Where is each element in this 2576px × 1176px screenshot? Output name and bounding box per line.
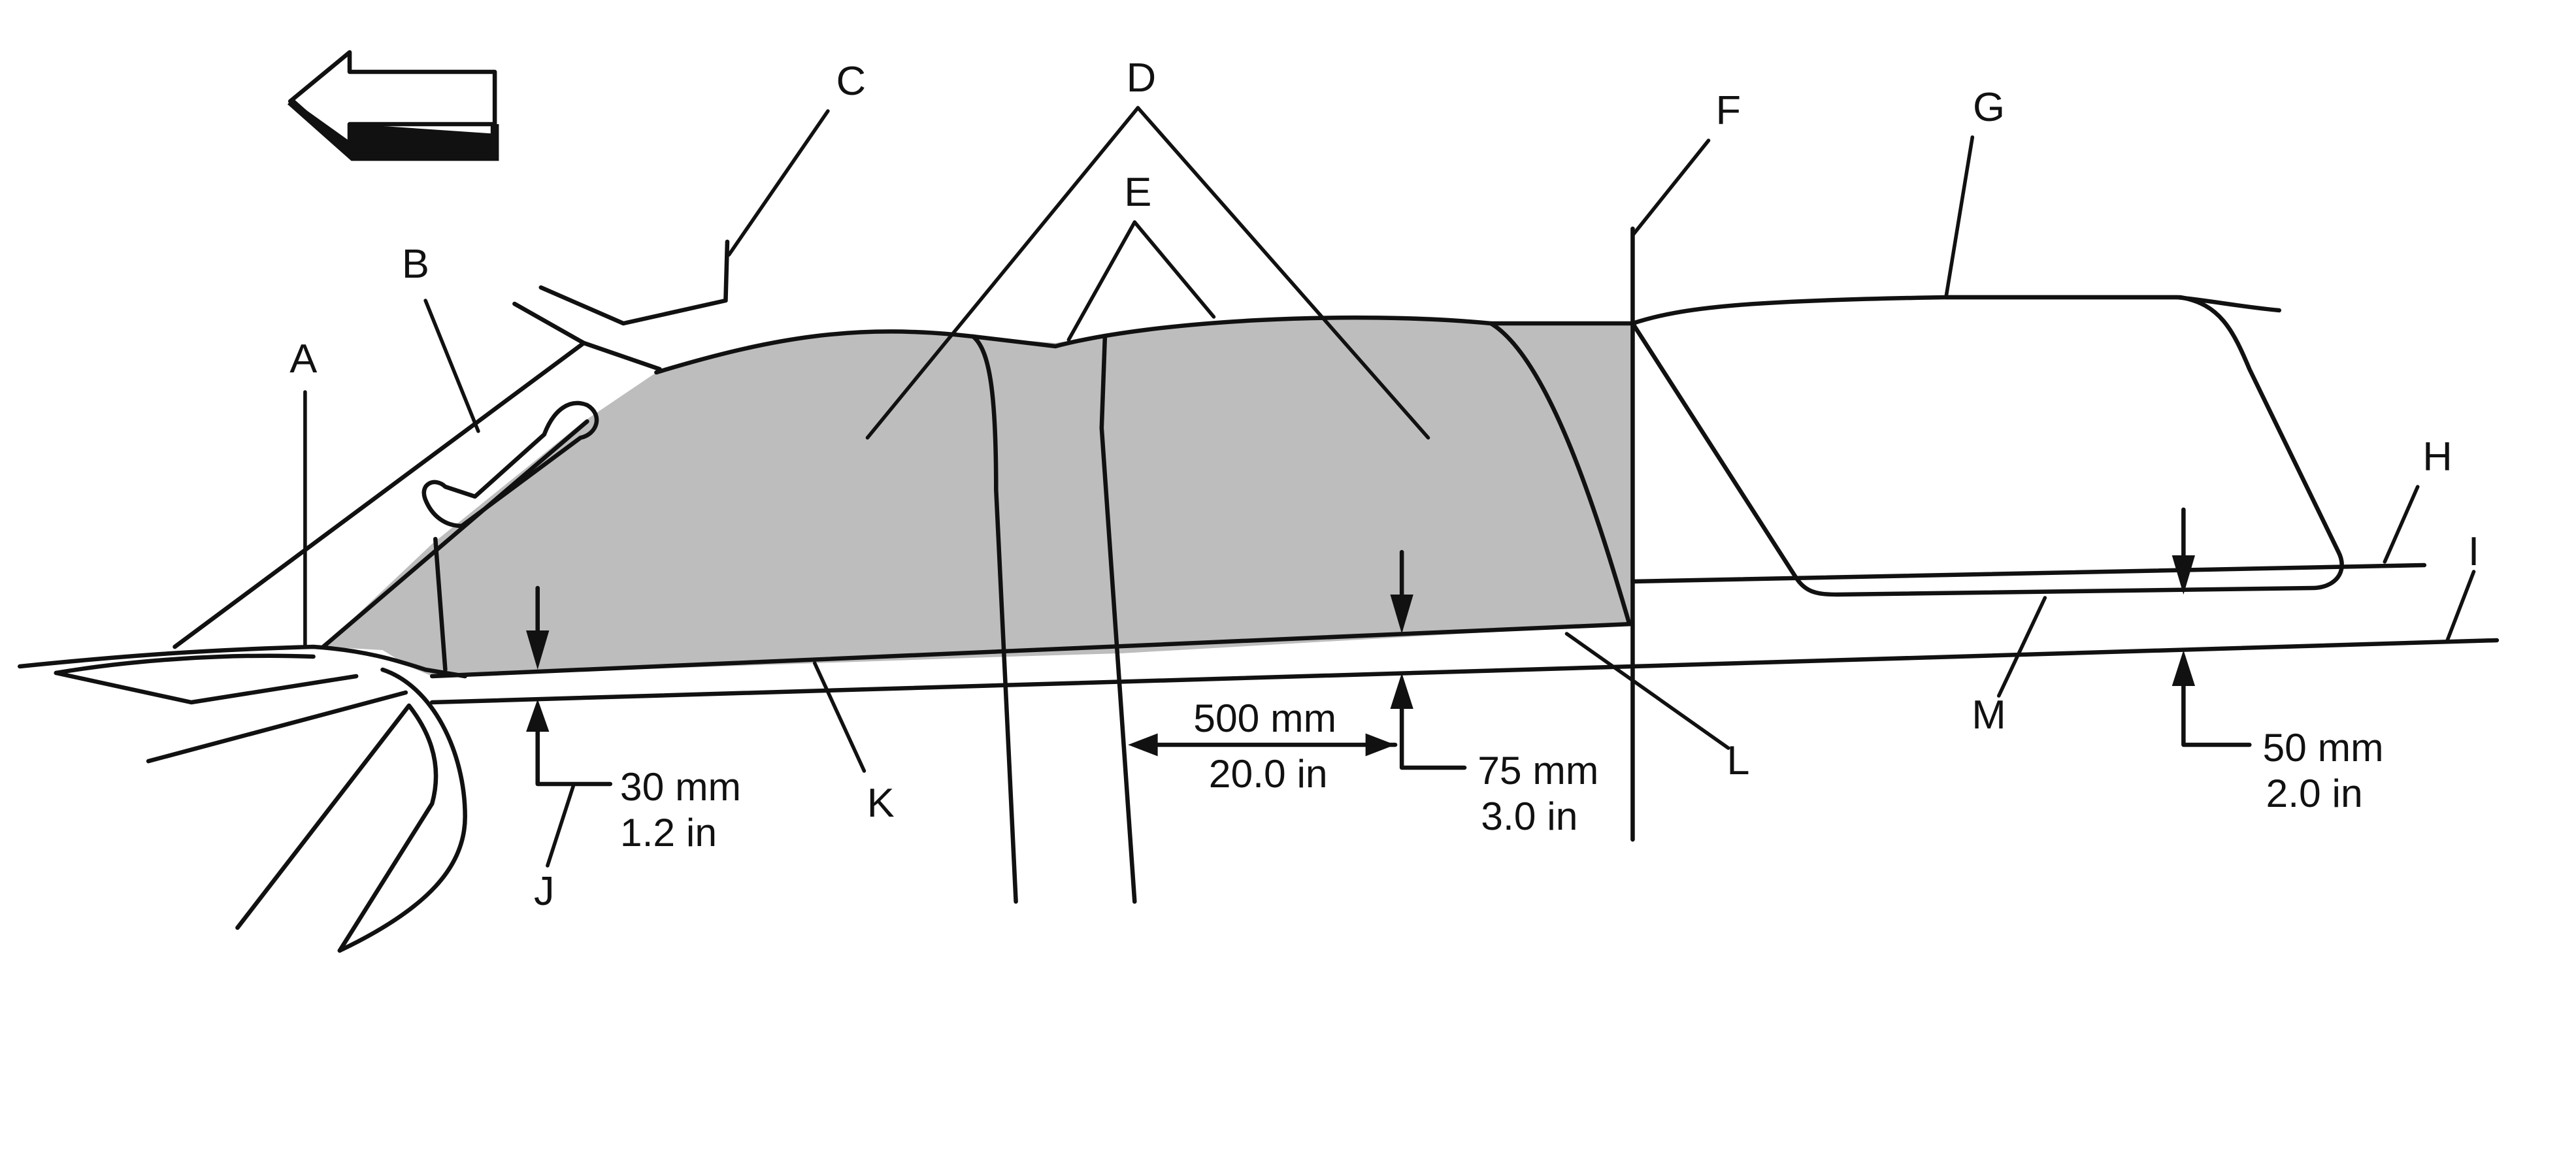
vehicle-front-body bbox=[18, 644, 467, 953]
dim-mid-metric: 75 mm bbox=[1478, 748, 1598, 792]
callout-g: G bbox=[1973, 84, 2005, 130]
shaded-film-area bbox=[323, 316, 1633, 676]
dim-span-metric: 500 mm bbox=[1193, 696, 1336, 740]
dimension-markers bbox=[526, 507, 2252, 787]
door-handle-outline bbox=[421, 400, 599, 529]
callout-c: C bbox=[836, 58, 866, 104]
dim-j-imperial: 1.2 in bbox=[620, 810, 717, 855]
dim-span-imperial: 20.0 in bbox=[1209, 751, 1328, 796]
dim-rear-metric: 50 mm bbox=[2262, 725, 2383, 770]
callout-b: B bbox=[402, 241, 429, 287]
arrow-left-icon bbox=[287, 50, 499, 161]
callout-h: H bbox=[2422, 434, 2452, 480]
callout-f: F bbox=[1716, 88, 1742, 133]
callout-e: E bbox=[1124, 169, 1151, 215]
callout-j: J bbox=[534, 868, 555, 914]
callout-k: K bbox=[867, 780, 895, 826]
callout-d: D bbox=[1127, 55, 1157, 101]
dim-mid-imperial: 3.0 in bbox=[1481, 794, 1577, 838]
roof-lines bbox=[429, 226, 2500, 904]
leader-lines bbox=[303, 106, 2476, 868]
callout-l: L bbox=[1726, 738, 1749, 783]
dim-j-metric: 30 mm bbox=[620, 764, 741, 809]
a-pillar bbox=[173, 239, 730, 672]
dim-rear-imperial: 2.0 in bbox=[2266, 771, 2363, 815]
callout-i: I bbox=[2468, 529, 2480, 574]
callout-m: M bbox=[1972, 692, 2006, 738]
callout-a: A bbox=[289, 336, 317, 382]
